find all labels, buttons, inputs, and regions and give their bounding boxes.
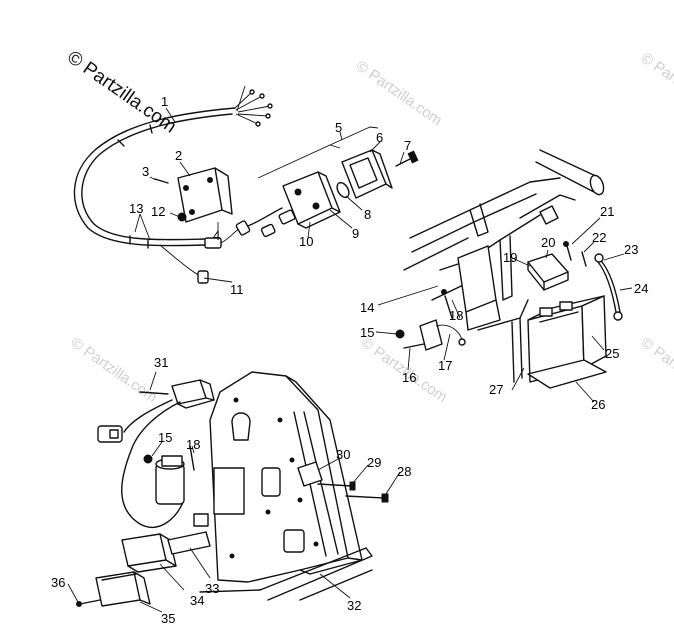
assembly-bracket-5	[257, 126, 379, 179]
callout-15: 15	[360, 325, 374, 340]
callout-12: 12	[151, 204, 165, 219]
wire-part-16	[403, 343, 425, 349]
nut-part-12	[177, 212, 187, 222]
callout-35: 35	[161, 611, 175, 626]
callout-32: 32	[347, 598, 361, 613]
callout-33: 33	[205, 581, 219, 596]
callout-7: 7	[404, 138, 411, 153]
callout-36: 36	[51, 575, 65, 590]
callout-15-lower: 15	[158, 430, 172, 445]
callout-21: 21	[600, 204, 614, 219]
callout-10: 10	[299, 234, 313, 249]
callout-9: 9	[352, 226, 359, 241]
callout-28: 28	[397, 464, 411, 479]
nut-part-15	[395, 329, 405, 339]
callout-11: 11	[230, 282, 244, 297]
watermark-faded: © Partzilla.com	[638, 334, 674, 406]
watermark-faded: © Partzilla.com	[68, 334, 161, 406]
bracket-part-30	[297, 461, 323, 487]
tail-light-lens-part-6	[341, 149, 393, 199]
callout-8: 8	[364, 207, 371, 222]
screw-part-3	[154, 178, 169, 184]
callout-26: 26	[591, 397, 605, 412]
fuse-holder-part-17	[419, 319, 466, 351]
callout-2: 2	[175, 148, 182, 163]
callout-22: 22	[592, 230, 606, 245]
cdi-box-part-31	[171, 379, 215, 409]
screw-part-28	[345, 493, 389, 503]
frame-structure	[403, 149, 605, 331]
callout-18: 18	[449, 308, 463, 323]
callout-29: 29	[367, 455, 381, 470]
callout-31: 31	[154, 355, 168, 370]
callout-6: 6	[376, 130, 383, 145]
coil-part-15	[155, 455, 185, 505]
callout-24: 24	[634, 281, 648, 296]
screw-part-22	[581, 251, 587, 267]
callout-3: 3	[142, 164, 149, 179]
screw-part-29	[317, 481, 356, 491]
screw-part-31	[139, 391, 169, 395]
callout-1: 1	[161, 94, 168, 109]
screw-part-21	[566, 245, 572, 261]
battery-pad-part-26	[527, 359, 607, 389]
callout-19: 19	[503, 250, 517, 265]
callout-4: 4	[213, 228, 220, 243]
wiring-harness	[73, 85, 296, 284]
screw-part-18-lower	[189, 445, 195, 471]
callout-5: 5	[335, 120, 342, 135]
callout-23: 23	[624, 242, 638, 257]
callout-27: 27	[489, 382, 503, 397]
leader-lines	[67, 107, 633, 613]
callout-30: 30	[336, 447, 350, 462]
callout-14: 14	[360, 300, 374, 315]
callout-18-lower: 18	[186, 437, 200, 452]
battery-strap-part-27	[511, 317, 523, 383]
tail-light-housing-part-10	[282, 171, 341, 229]
callout-labels: 1 2 3 4 5 6 7 8 9 10 11 12 13 14 15 16 1…	[51, 94, 648, 626]
watermark-main: © Partzilla.com	[63, 47, 180, 138]
screw-part-7	[395, 150, 419, 167]
callout-25: 25	[605, 346, 619, 361]
callout-16: 16	[402, 370, 416, 385]
rectifier-part-35	[95, 571, 151, 607]
relay-part-19	[527, 253, 569, 291]
callout-13: 13	[129, 201, 143, 216]
bulb-part-8	[336, 181, 350, 199]
battery-cable-part-24	[594, 253, 623, 321]
mounting-panel-part-32	[193, 371, 363, 583]
watermark-faded: © Partzilla.com	[353, 57, 446, 129]
callout-17: 17	[438, 358, 452, 373]
callout-34: 34	[190, 593, 204, 608]
callout-20: 20	[541, 235, 555, 250]
watermark-faded: © Partzilla.com	[638, 49, 674, 121]
bracket-part-2	[177, 167, 233, 223]
plate-part-33	[167, 531, 211, 555]
screw-part-36	[79, 599, 101, 605]
screw-part-18	[444, 295, 453, 319]
